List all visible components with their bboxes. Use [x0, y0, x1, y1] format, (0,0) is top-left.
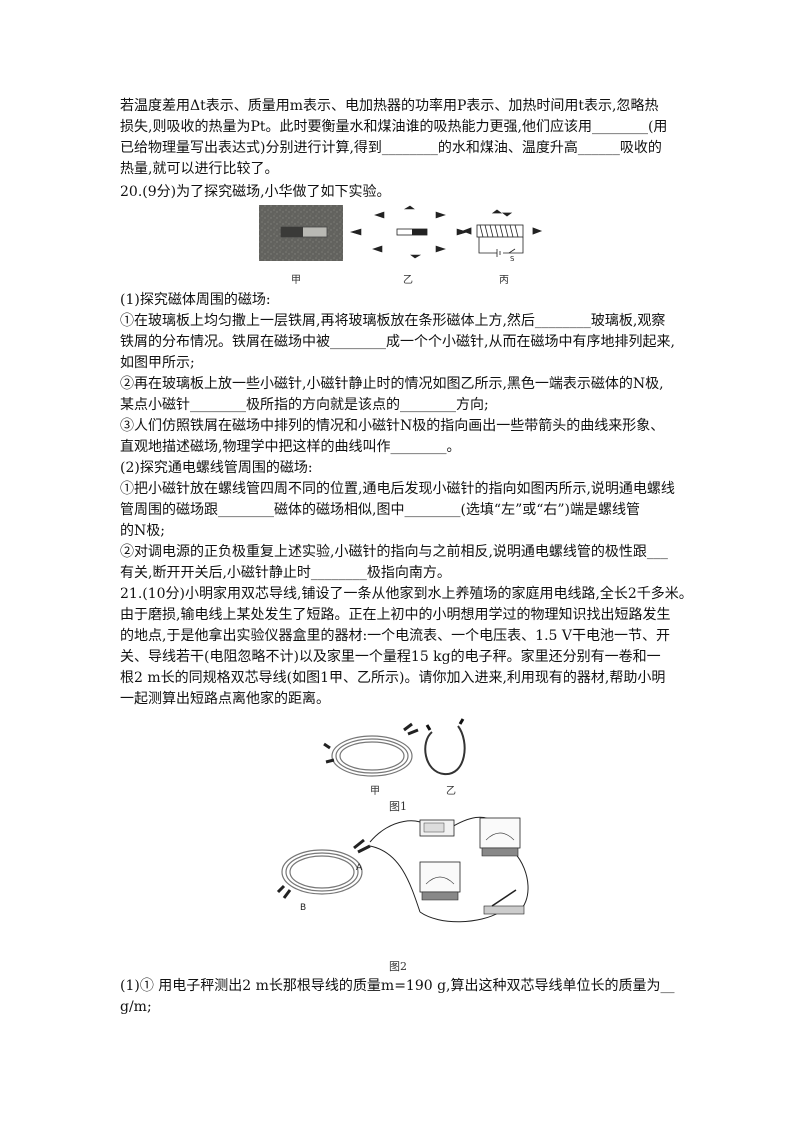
text-line: 管周围的磁场跟________磁体的磁场相似,图中________(选填“左”或…	[120, 502, 641, 518]
text-line: 一起测算出短路点离他家的距离。	[120, 691, 330, 707]
question-20-title: 20.(9分)为了探究磁场,小华做了如下实验。	[120, 182, 680, 203]
text-line: 如图甲所示;	[120, 355, 195, 371]
iron-filings-photo	[259, 205, 343, 261]
short-wire-image	[424, 718, 466, 776]
question-21-part-1: (1)① 用电子秤测出2 m长那根导线的质量m=190 g,算出这种双芯导线单位…	[120, 976, 680, 1018]
figure-1: 甲 乙	[320, 712, 490, 798]
figure-label-jia: 甲	[291, 275, 301, 285]
text-line: 已给物理量写出表达式)分别进行计算,得到________的水和煤油、温度升高__…	[120, 140, 662, 156]
text-line: (2)探究通电螺线管周围的磁场:	[120, 460, 313, 476]
text-line: 由于磨损,输电线上某处发生了短路。正在上初中的小明想用学过的物理知识找出短路发生	[120, 607, 671, 623]
text-line: g/m;	[120, 999, 152, 1015]
text-line: (1)探究磁体周围的磁场:	[120, 292, 271, 308]
text-line: 的地点,于是他拿出实验仪器盒里的器材:一个电流表、一个电压表、1.5 V干电池一…	[120, 628, 670, 644]
text-line: 关、导线若干(电阻忽略不计)以及家里一个量程15 kg的电子秤。家里还分别有一卷…	[120, 649, 661, 665]
wire-coil-image	[323, 722, 419, 777]
text-line: 热量,就可以进行比较了。	[120, 161, 279, 177]
figure-1-label-yi: 乙	[446, 785, 456, 797]
figure-1-caption: 图1	[389, 800, 407, 813]
battery-image	[419, 819, 455, 837]
text-line: (1)① 用电子秤测出2 m长那根导线的质量m=190 g,算出这种双芯导线单位…	[120, 978, 675, 994]
figure-2-caption: 图2	[389, 960, 407, 973]
figure-label-yi: 乙	[403, 274, 413, 285]
text-line: ①在玻璃板上均匀撒上一层铁屑,再将玻璃板放在条形磁体上方,然后________玻…	[120, 313, 666, 329]
terminal-label-a: A	[356, 863, 363, 873]
text-line: 若温度差用Δt表示、质量用m表示、电加热器的功率用P表示、加热时间用t表示,忽略…	[120, 98, 659, 114]
text-line: 损失,则吸收的热量为Pt。此时要衡量水和煤油谁的吸热能力更强,他们应该用____…	[120, 119, 668, 135]
switch-label: S	[510, 255, 515, 263]
text-line: ①把小磁针放在螺线管四周不同的位置,通电后发现小磁针的指向如图丙所示,说明通电螺…	[120, 481, 675, 497]
question-title: 20.(9分)为了探究磁场,小华做了如下实验。	[120, 184, 391, 200]
text-line: 某点小磁针________极所指的方向就是该点的________方向;	[120, 397, 489, 413]
intro-paragraph: 若温度差用Δt表示、质量用m表示、电加热器的功率用P表示、加热时间用t表示,忽略…	[120, 96, 680, 180]
text-line: ②对调电源的正负极重复上述实验,小磁针的指向与之前相反,说明通电螺线管的极性跟_…	[120, 544, 668, 560]
text-line: 根2 m长的同规格双芯导线(如图1甲、乙所示)。请你加入进来,利用现有的器材,帮…	[120, 670, 666, 686]
terminal-label-b: B	[300, 903, 306, 913]
switch-image	[483, 889, 525, 915]
text-line: 的N极;	[120, 523, 165, 539]
ammeter-image	[479, 817, 521, 857]
text-line: 铁屑的分布情况。铁屑在磁场中被________成一个个小磁针,从而在磁场中有序地…	[120, 334, 675, 350]
text-line: 有关,断开开关后,小磁针静止时________极指向南方。	[120, 565, 451, 581]
magnet-figure: S 甲 乙 丙	[255, 203, 555, 286]
figure-label-bing: 丙	[499, 275, 509, 285]
question-21-body: 21.(10分)小明家用双芯导线,铺设了一条从他家到水上养殖场的家庭用电线路,全…	[120, 584, 693, 710]
text-line: 直观地描述磁场,物理学中把这样的曲线叫作________。	[120, 439, 461, 455]
figure-2: A B	[270, 812, 540, 932]
solenoid-diagram	[461, 209, 543, 257]
text-line: 21.(10分)小明家用双芯导线,铺设了一条从他家到水上养殖场的家庭用电线路,全…	[120, 586, 693, 602]
text-line: ②再在玻璃板上放一些小磁针,小磁针静止时的情况如图乙所示,黑色一端表示磁体的N极…	[120, 376, 664, 392]
compass-diagram	[349, 205, 469, 259]
figure-1-label-jia: 甲	[370, 786, 380, 797]
wire-coil-circuit-image	[276, 838, 371, 899]
text-line: ③人们仿照铁屑在磁场中排列的情况和小磁针N极的指向画出一些带箭头的曲线来形象、	[120, 418, 665, 434]
voltmeter-image	[419, 861, 461, 901]
question-20-body: (1)探究磁体周围的磁场: ①在玻璃板上均匀撒上一层铁屑,再将玻璃板放在条形磁体…	[120, 290, 680, 584]
